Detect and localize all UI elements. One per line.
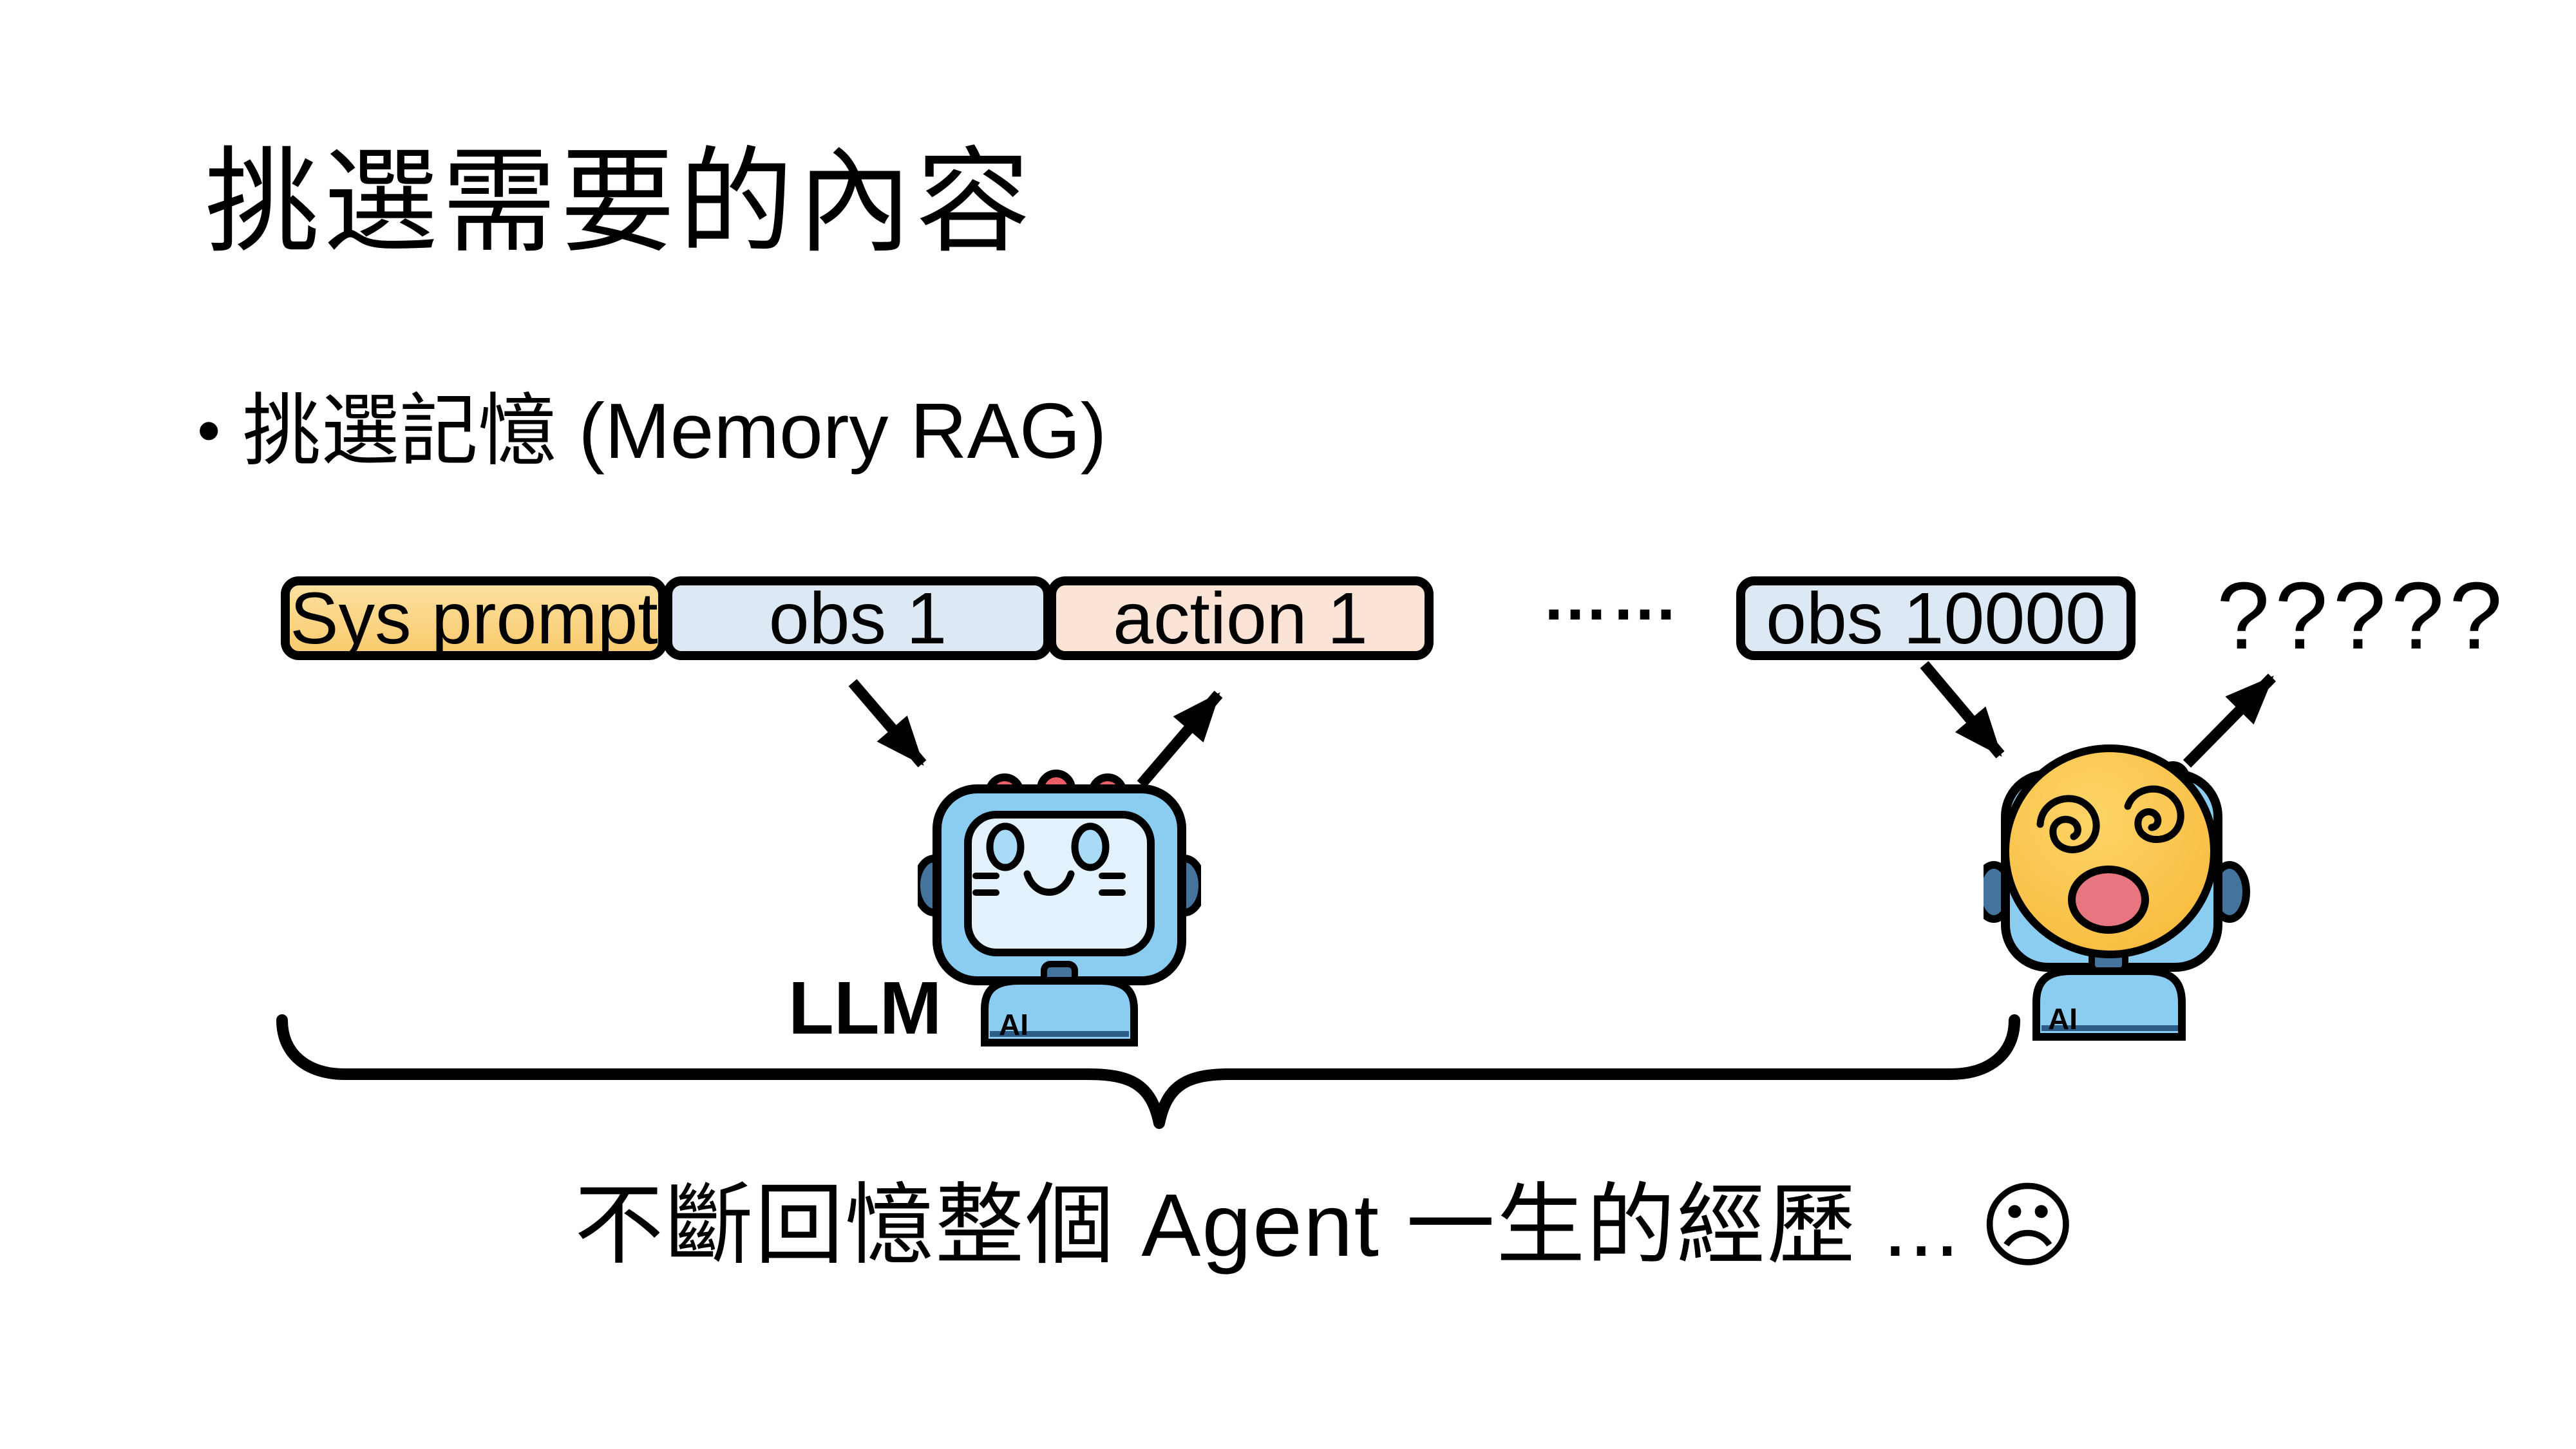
bullet-line: • 挑選記憶 (Memory RAG) xyxy=(197,384,1106,478)
ai-badge: AI xyxy=(999,1008,1028,1041)
robot-body xyxy=(2032,967,2186,1041)
obs-10000-box: obs 10000 xyxy=(1736,576,2136,660)
caption: 不斷回憶整個 Agent 一生的經歷 ... ☹ xyxy=(574,1175,2078,1278)
robot-body-shadow xyxy=(990,1031,1129,1037)
obs-1-label: obs 1 xyxy=(768,577,947,659)
sequence-ellipsis: …… xyxy=(1542,560,1681,634)
sys-prompt-box: Sys prompt xyxy=(281,576,667,660)
question-marks: ????? xyxy=(2217,563,2508,669)
robot-body-shadow xyxy=(2041,1025,2178,1031)
action-1-box: action 1 xyxy=(1047,576,1434,660)
robot-eye-icon xyxy=(986,822,1025,871)
arrow-obs10000-to-robot xyxy=(1920,661,2005,759)
dizzy-robot-icon: AI xyxy=(1984,744,2250,1041)
robot-whiskers-icon xyxy=(972,873,1126,896)
arrow-obs1-to-llm xyxy=(848,679,927,768)
caption-text: 不斷回憶整個 Agent 一生的經歷 ... xyxy=(574,1176,1961,1276)
spiral-eye-icon xyxy=(2036,795,2100,853)
llm-label: LLM xyxy=(788,966,942,1050)
robot-smile-icon xyxy=(1023,870,1075,896)
frowning-face-icon: ☹ xyxy=(1978,1171,2078,1281)
action-1-label: action 1 xyxy=(1113,577,1368,659)
obs-1-box: obs 1 xyxy=(663,576,1052,660)
llm-robot-icon: AI xyxy=(918,770,1201,1046)
dizzy-mouth-icon xyxy=(2068,866,2149,934)
robot-body xyxy=(981,977,1138,1046)
ai-badge: AI xyxy=(2048,1002,2078,1036)
slide-title: 挑選需要的內容 xyxy=(205,138,1034,266)
spiral-eye-icon xyxy=(2124,785,2184,843)
underbrace-icon xyxy=(276,1014,2020,1129)
sys-prompt-label: Sys prompt xyxy=(290,577,658,659)
obs-10000-label: obs 10000 xyxy=(1766,577,2106,659)
arrow-llm-to-action1 xyxy=(1137,690,1223,788)
bullet-marker: • xyxy=(197,393,221,468)
robot-eye-icon xyxy=(1071,822,1110,871)
arrow-robot-to-questions xyxy=(2183,674,2277,768)
bullet-text: 挑選記憶 (Memory RAG) xyxy=(242,387,1107,475)
